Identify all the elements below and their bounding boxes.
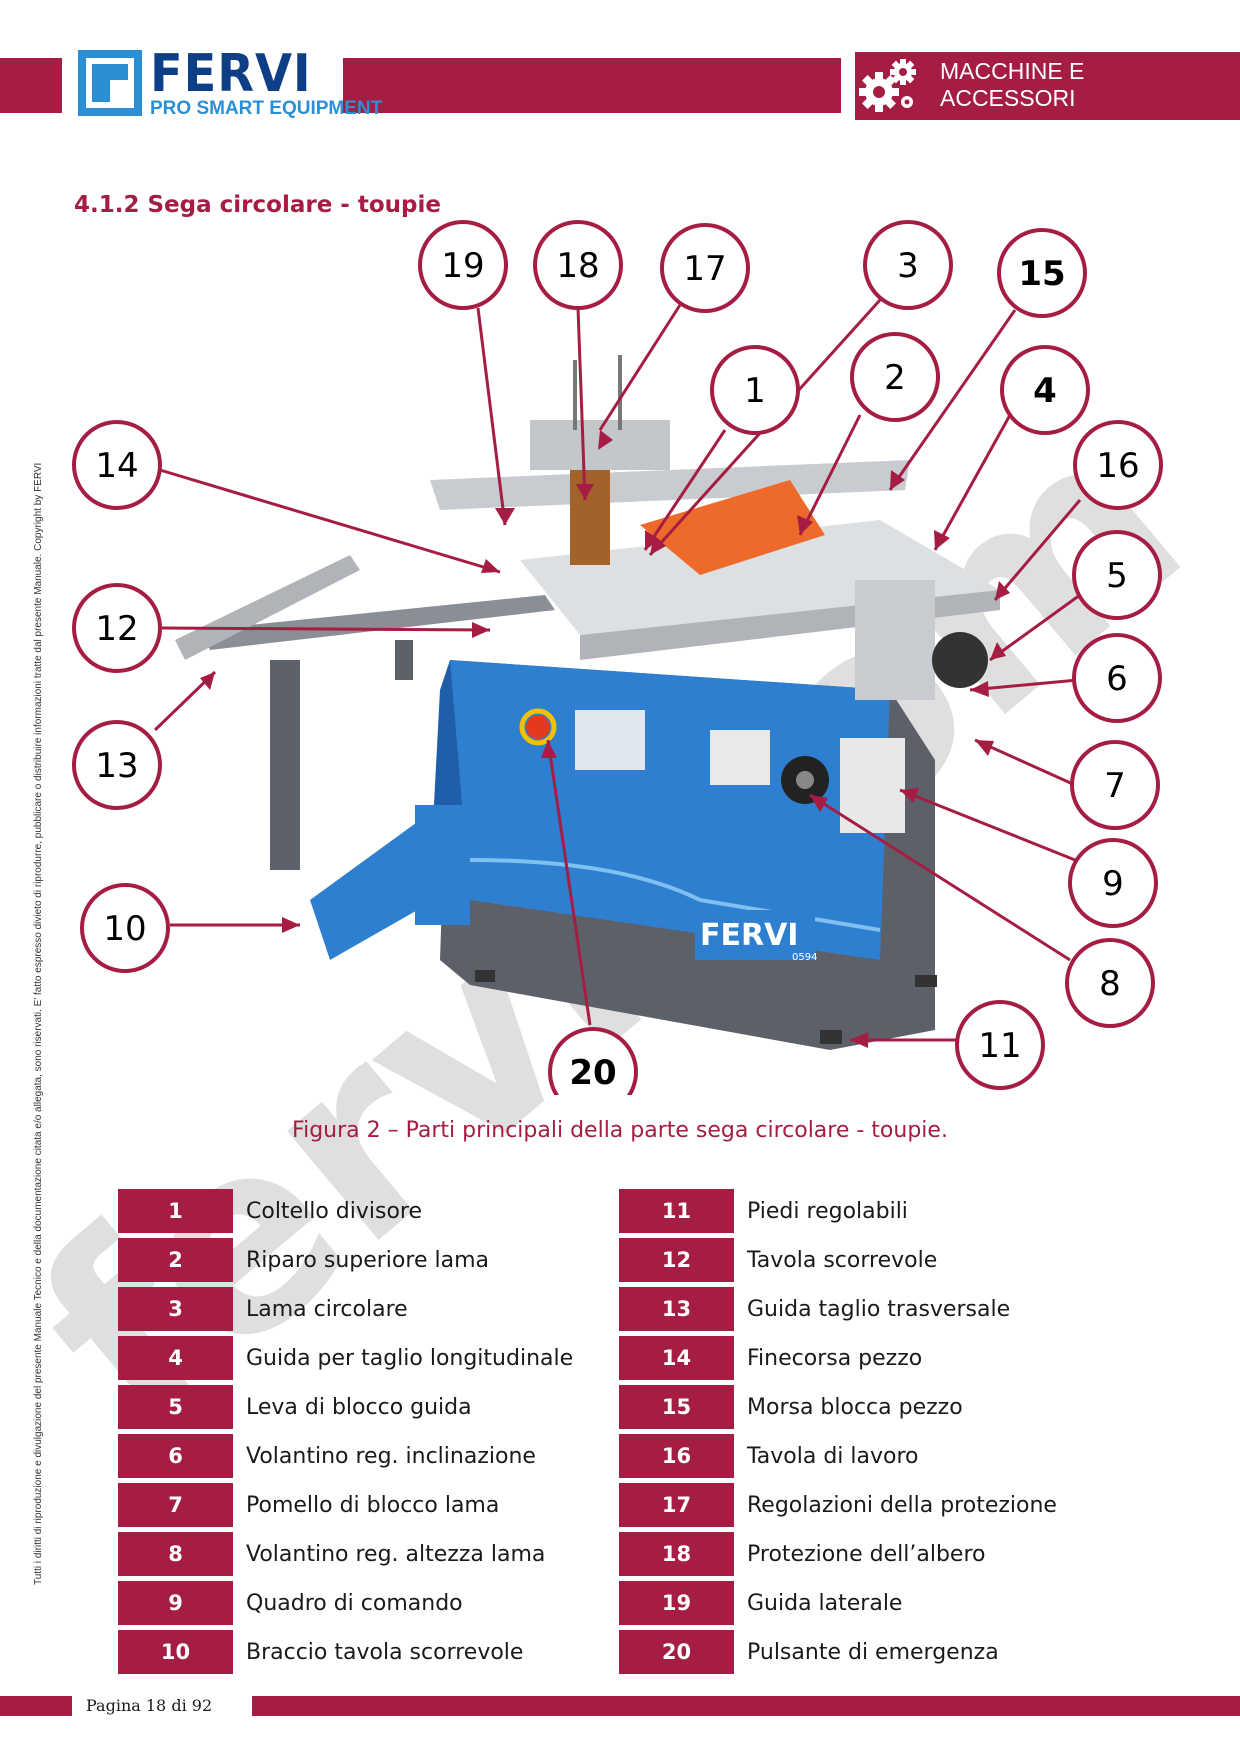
logo-brand: FERVI <box>150 44 312 104</box>
header-bar-left <box>0 58 62 113</box>
callout-2: 2 <box>850 332 940 422</box>
svg-text:18: 18 <box>556 246 599 286</box>
svg-text:7: 7 <box>1104 766 1126 806</box>
callout-13: 13 <box>72 720 162 810</box>
svg-text:1: 1 <box>744 371 766 411</box>
svg-text:8: 8 <box>1099 964 1121 1004</box>
callout-20: 20 <box>548 1027 638 1095</box>
svg-text:10: 10 <box>103 909 146 949</box>
svg-text:17: 17 <box>683 249 726 289</box>
callout-4: 4 <box>1000 345 1090 435</box>
header-bar-right <box>855 52 1240 120</box>
svg-text:6: 6 <box>1106 659 1128 699</box>
fervi-logo: FERVI PRO SMART EQUIPMENT <box>78 44 382 120</box>
footer-bar-right <box>252 1696 1240 1716</box>
category-line-1: MACCHINE E <box>940 58 1085 84</box>
callout-5: 5 <box>1072 530 1162 620</box>
page-number: Pagina 18 di 92 <box>86 1696 213 1715</box>
category-label: MACCHINE E ACCESSORI <box>940 58 1084 112</box>
machine-illustration: FERVI 0594 <box>175 355 1000 1050</box>
svg-text:4: 4 <box>1033 371 1057 411</box>
leader-lines <box>153 298 1082 1042</box>
svg-text:5: 5 <box>1106 556 1128 596</box>
callout-9: 9 <box>1068 838 1158 928</box>
callout-1: 1 <box>710 345 800 435</box>
callout-16: 16 <box>1073 420 1163 510</box>
callout-6: 6 <box>1072 633 1162 723</box>
leader-arrowheads <box>200 430 1010 1048</box>
callout-7: 7 <box>1070 740 1160 830</box>
svg-text:16: 16 <box>1096 446 1139 486</box>
svg-text:2: 2 <box>884 358 906 398</box>
callout-10: 10 <box>80 883 170 973</box>
callout-18: 18 <box>533 220 623 310</box>
svg-text:12: 12 <box>95 609 138 649</box>
callout-17: 17 <box>660 223 750 313</box>
callout-8: 8 <box>1065 938 1155 1028</box>
svg-text:19: 19 <box>441 246 484 286</box>
svg-text:11: 11 <box>978 1026 1021 1066</box>
svg-text:9: 9 <box>1102 864 1124 904</box>
gears-icon <box>859 59 916 112</box>
plate-brand: FERVI <box>700 918 798 953</box>
header-bar-middle <box>343 58 841 113</box>
svg-text:3: 3 <box>897 246 919 286</box>
svg-text:13: 13 <box>95 746 138 786</box>
svg-text:15: 15 <box>1018 254 1065 294</box>
section-title: 4.1.2 Sega circolare - toupie <box>74 192 441 218</box>
callout-14: 14 <box>72 420 162 510</box>
logo-mark-icon <box>78 50 142 116</box>
category-line-2: ACCESSORI <box>940 85 1076 111</box>
footer-bar-left <box>0 1696 72 1716</box>
svg-text:14: 14 <box>95 446 138 486</box>
machine-figure: FERVI 0594 <box>72 220 1163 1095</box>
callout-3: 3 <box>863 220 953 310</box>
callout-12: 12 <box>72 583 162 673</box>
plate-model: 0594 <box>792 952 817 963</box>
logo-tagline: PRO SMART EQUIPMENT <box>150 98 383 119</box>
figure-caption: Figura 2 – Parti principali della parte … <box>292 1118 948 1143</box>
callout-19: 19 <box>418 220 508 310</box>
svg-text:20: 20 <box>569 1053 616 1093</box>
callouts: 19 18 17 3 15 1 2 4 16 14 5 12 6 13 7 9 … <box>72 220 1163 1095</box>
callout-15: 15 <box>997 228 1087 318</box>
callout-11: 11 <box>955 1000 1045 1090</box>
